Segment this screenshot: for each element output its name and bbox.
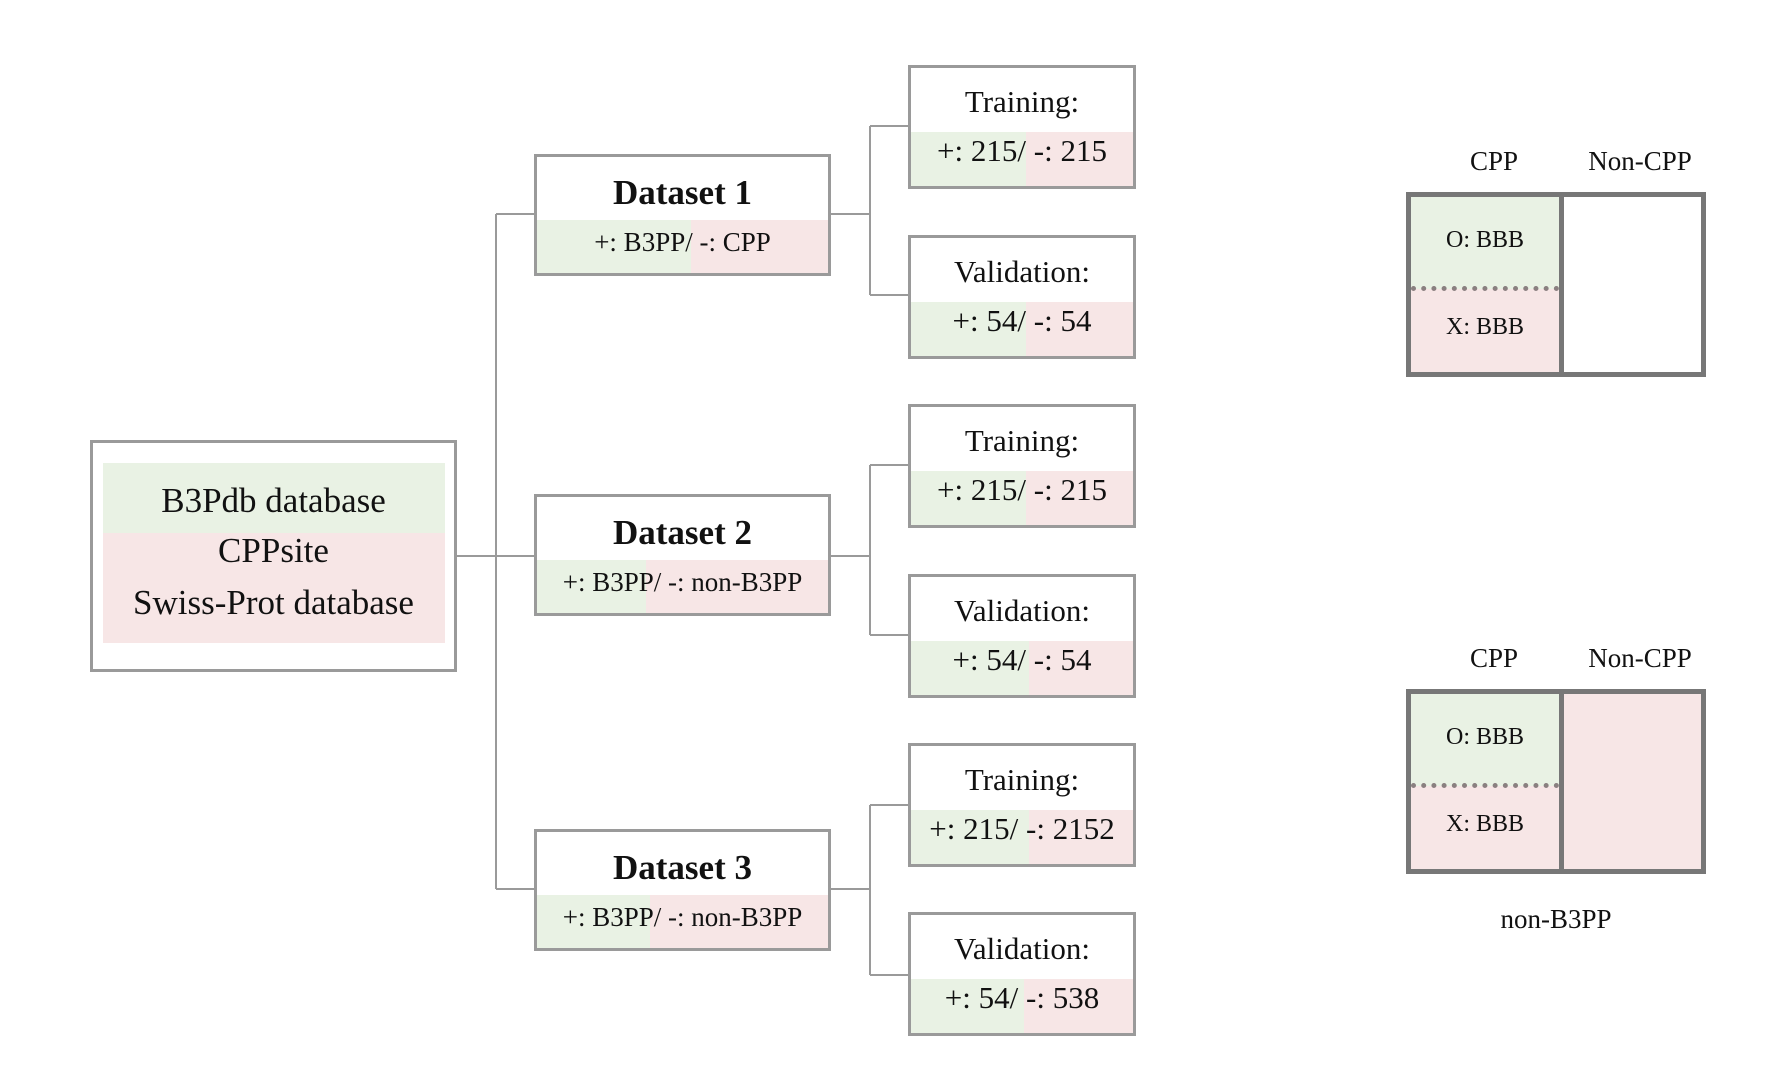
dataset-2-subtitle: +: B3PP/ -: non-B3PP: [562, 567, 803, 597]
dataset-2-validation-neg-fill: [1029, 641, 1133, 695]
dataset-3-subtitle: +: B3PP/ -: non-B3PP: [562, 902, 803, 932]
dataset-1-neg-fill: [691, 220, 828, 273]
legend-2-bbb-negative-cell: [1411, 786, 1559, 869]
dataset-2-box: Dataset 2 +: B3PP/ -: non-B3PP: [534, 494, 831, 616]
legend-1-box: O: BBB X: BBB: [1406, 192, 1706, 377]
dataset-1-validation-counts: +: 54/ -: 54: [952, 303, 1092, 338]
dataset-2-training-neg-fill: [1026, 471, 1133, 525]
dataset-1-training-pos-fill: [911, 132, 1026, 186]
legend-1-dotted-divider: [1411, 286, 1559, 291]
legend-2-dotted-divider: [1411, 783, 1559, 788]
legend-1-top-cell-label: O: BBB: [1445, 227, 1525, 253]
dataset-3-training-box: Training: +: 215/ -: 2152: [908, 743, 1136, 867]
legend-2-column-divider: [1559, 694, 1564, 869]
dataset-3-validation-label: Validation:: [953, 931, 1091, 966]
dataset-3-box: Dataset 3 +: B3PP/ -: non-B3PP: [534, 829, 831, 951]
legend-1-cpp-header: CPP: [1469, 146, 1519, 176]
legend-2-caption: non-B3PP: [1500, 904, 1612, 934]
connector-dataset3-splits: [830, 804, 908, 976]
dataset-1-training-neg-fill: [1026, 132, 1133, 186]
dataset-3-validation-pos-fill: [911, 979, 1024, 1033]
dataset-3-training-label: Training:: [964, 762, 1080, 797]
dataset-1-training-box: Training: +: 215/ -: 215: [908, 65, 1136, 189]
dataset-3-validation-box: Validation: +: 54/ -: 538: [908, 912, 1136, 1036]
dataset-2-training-counts: +: 215/ -: 215: [937, 472, 1107, 507]
legend-1-bottom-cell-label: X: BBB: [1445, 314, 1525, 340]
legend-2-non-cpp-header: Non-CPP: [1588, 643, 1692, 673]
dataset-2-validation-box: Validation: +: 54/ -: 54: [908, 574, 1136, 698]
legend-2-box: O: BBB X: BBB: [1406, 689, 1706, 874]
dataset-1-validation-label: Validation:: [953, 254, 1091, 289]
connector-dataset1-splits: [830, 125, 908, 296]
legend-1-bbb-negative-cell: [1411, 289, 1559, 372]
dataset-1-validation-box: Validation: +: 54/ -: 54: [908, 235, 1136, 359]
dataset-2-title: Dataset 2: [613, 513, 752, 552]
dataset-1-training-label: Training:: [964, 84, 1080, 119]
connector-dataset2-splits: [830, 464, 908, 636]
dataset-3-training-neg-fill: [1029, 810, 1133, 864]
dataset-2-training-pos-fill: [911, 471, 1026, 525]
legend-2-cpp-header: CPP: [1469, 643, 1519, 673]
legend-1-bbb-positive-cell: [1411, 197, 1559, 289]
source-b3pdb-label: B3Pdb database: [161, 481, 386, 520]
dataset-3-neg-fill: [650, 895, 828, 948]
source-swissprot-label: Swiss-Prot database: [133, 583, 414, 622]
source-cppsite-label: CPPsite: [218, 531, 329, 570]
dataset-3-training-counts: +: 215/ -: 2152: [929, 811, 1115, 846]
legend-2-top-cell-label: O: BBB: [1445, 724, 1525, 750]
dataset-3-validation-neg-fill: [1024, 979, 1133, 1033]
connector-source-to-datasets: [457, 213, 534, 890]
dataset-2-training-label: Training:: [964, 423, 1080, 458]
dataset-3-title: Dataset 3: [613, 848, 752, 887]
dataset-1-subtitle: +: B3PP/ -: CPP: [594, 227, 771, 257]
legend-2-bottom-cell-label: X: BBB: [1445, 811, 1525, 837]
legend-1-non-cpp-header: Non-CPP: [1588, 146, 1692, 176]
source-pink-band: [103, 533, 445, 643]
source-databases-box: B3Pdb database CPPsite Swiss-Prot databa…: [90, 440, 457, 672]
dataset-2-pos-fill: [537, 560, 646, 613]
dataset-1-validation-pos-fill: [911, 302, 1026, 356]
dataset-1-training-counts: +: 215/ -: 215: [937, 133, 1107, 168]
dataset-2-training-box: Training: +: 215/ -: 215: [908, 404, 1136, 528]
dataset-3-validation-counts: +: 54/ -: 538: [944, 980, 1100, 1015]
dataset-2-validation-label: Validation:: [953, 593, 1091, 628]
dataset-1-box: Dataset 1 +: B3PP/ -: CPP: [534, 154, 831, 276]
dataset-1-pos-fill: [537, 220, 691, 273]
source-green-band: [103, 463, 445, 533]
dataset-3-training-pos-fill: [911, 810, 1029, 864]
dataset-1-title: Dataset 1: [613, 173, 752, 212]
dataset-1-validation-neg-fill: [1026, 302, 1133, 356]
legend-2-bbb-positive-cell: [1411, 694, 1559, 786]
dataset-2-neg-fill: [646, 560, 828, 613]
dataset-3-pos-fill: [537, 895, 650, 948]
dataset-2-validation-pos-fill: [911, 641, 1029, 695]
legend-1-column-divider: [1559, 197, 1564, 372]
dataset-2-validation-counts: +: 54/ -: 54: [952, 642, 1092, 677]
